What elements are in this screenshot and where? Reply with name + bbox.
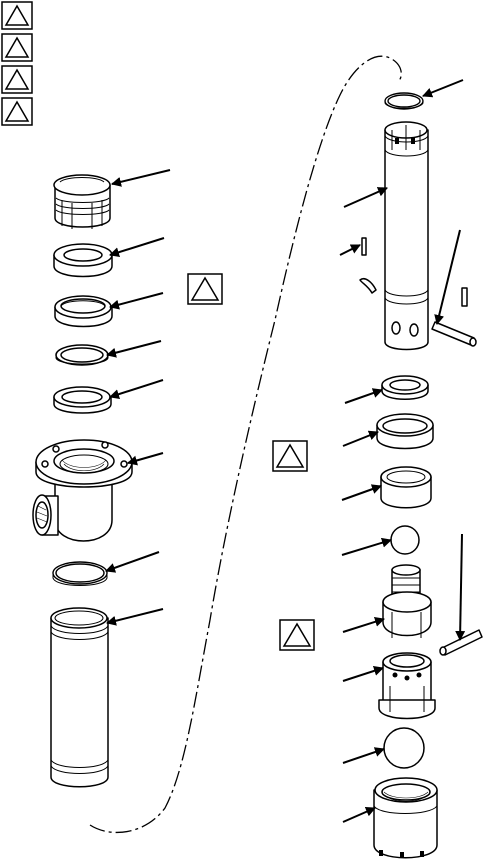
leader-arrow-icon — [343, 749, 384, 763]
legend-symbol-3-triangle-icon — [2, 66, 32, 93]
intake-cup — [374, 778, 437, 858]
leader-arrow-icon — [342, 540, 391, 555]
top-o-ring — [385, 93, 423, 109]
piston-valve — [383, 565, 431, 638]
packing-nut — [54, 175, 110, 229]
leader-arrow-icon — [460, 534, 462, 640]
legend — [2, 2, 32, 125]
check-ball-small — [391, 526, 419, 554]
callout-triangle-1-icon — [188, 274, 222, 304]
leader-arrow-icon — [128, 453, 163, 463]
piston-ring — [381, 467, 431, 508]
leader-arrow-icon — [110, 238, 164, 255]
cylinder — [51, 608, 108, 787]
legend-symbol-4-triangle-icon — [2, 98, 32, 125]
legend-symbol-2-triangle-icon — [2, 34, 32, 61]
leader-arrow-icon — [340, 245, 360, 255]
leader-arrow-icon — [343, 808, 375, 822]
leader-arrow-icon — [343, 432, 378, 446]
foot-valve-housing — [379, 653, 435, 719]
callout-triangle-3-icon — [280, 620, 314, 650]
leader-arrow-icon — [110, 293, 163, 307]
leader-arrow-icon — [107, 341, 161, 355]
leader-arrow-icon — [343, 619, 384, 632]
check-ball-large — [384, 728, 424, 768]
phantom-line-icon — [90, 56, 401, 832]
leader-arrow-icon — [112, 170, 170, 184]
packing-cup — [377, 414, 433, 449]
displacement-rod — [385, 122, 428, 350]
callout-triangle-2-icon — [273, 441, 307, 471]
gland-ring-2 — [54, 387, 111, 413]
leader-arrow-icon — [344, 188, 387, 207]
throat-washer — [382, 376, 428, 399]
v-packing-set — [55, 296, 112, 327]
retaining-pin-small — [360, 238, 376, 293]
leader-arrow-icon — [110, 380, 163, 397]
left-arrows — [106, 170, 170, 623]
gland-ring-1 — [54, 244, 112, 277]
leader-arrow-icon — [437, 230, 460, 324]
leader-arrow-icon — [106, 552, 159, 571]
legend-symbol-1-triangle-icon — [2, 2, 32, 29]
pump-housing — [33, 440, 132, 541]
o-ring — [53, 562, 107, 586]
leader-arrow-icon — [345, 390, 382, 403]
thin-washer — [56, 345, 108, 365]
leader-arrow-icon — [342, 486, 381, 500]
leader-arrow-icon — [343, 668, 383, 681]
leader-arrow-icon — [107, 609, 163, 623]
leader-arrow-icon — [423, 80, 463, 96]
